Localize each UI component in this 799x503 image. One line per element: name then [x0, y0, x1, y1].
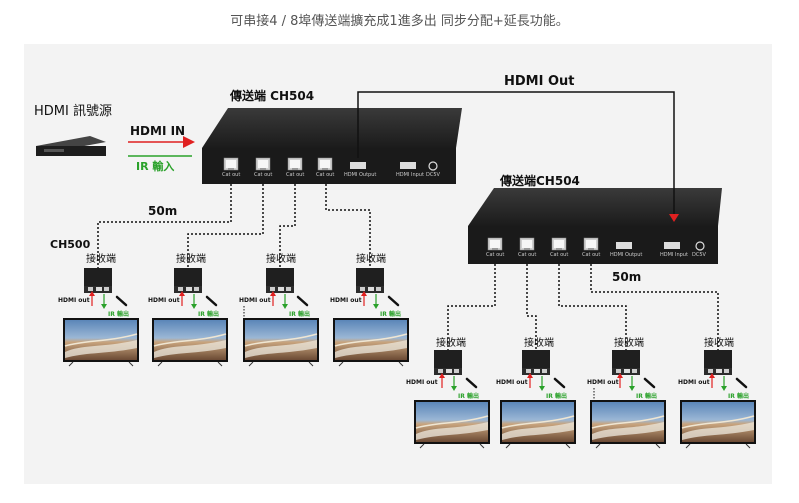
tv-1-1 [62, 317, 140, 367]
ir-out-small-2-3: IR 輸出 [636, 393, 657, 400]
receiver-arrows-row1 [89, 291, 379, 309]
hdmi-out-small-2-4: HDMI out [678, 379, 710, 386]
receiver-2-3 [612, 350, 640, 375]
hdmi-out-small-2-1: HDMI out [406, 379, 438, 386]
tx2-port-label-1: Cat out [486, 252, 505, 258]
ir-out-small-1-3: IR 輸出 [289, 311, 310, 318]
caption: 可串接4 / 8埠傳送端擴充成1進多出 同步分配+延長功能。 [230, 14, 569, 29]
receiver-2-2 [522, 350, 550, 375]
receiver-title-2-1: 接收端 [436, 338, 466, 349]
receiver-title-1-3: 接收端 [266, 254, 296, 265]
hdmi-out-small-1-2: HDMI out [148, 297, 180, 304]
ir-out-small-2-1: IR 輸出 [458, 393, 479, 400]
hdmi-out-small-1-1: HDMI out [58, 297, 90, 304]
receiver-model-label: CH500 [50, 238, 91, 251]
receiver-1-2 [174, 268, 202, 293]
transmitter-1-title: 傳送端 CH504 [230, 89, 315, 103]
ir-remote-icons [115, 295, 748, 389]
tx1-port-label-1: Cat out [222, 172, 241, 178]
tx2-hdmi-output-label: HDMI Output [610, 252, 643, 258]
tv-2-3 [589, 399, 667, 449]
transmitter-2 [468, 188, 722, 264]
tx1-hdmi-input-label: HDMI Input [396, 172, 424, 178]
distance-label-1: 50m [148, 204, 178, 218]
tv-1-3 [242, 317, 320, 367]
receiver-2-4 [704, 350, 732, 375]
receiver-arrows-row2 [439, 373, 727, 391]
tv-1-4 [332, 317, 410, 367]
tx2-port-label-2: Cat out [518, 252, 537, 258]
receiver-title-1-1: 接收端 [86, 254, 116, 265]
receiver-2-1 [434, 350, 462, 375]
tx2-port-label-4: Cat out [582, 252, 601, 258]
tv-2-4 [679, 399, 757, 449]
tv-2-1 [413, 399, 491, 449]
cat-lines-tx1 [97, 184, 371, 268]
hdmi-out-cascade-line [357, 91, 675, 216]
receiver-1-3 [266, 268, 294, 293]
tx2-hdmi-input-label: HDMI Input [660, 252, 688, 258]
tx1-port-label-2: Cat out [254, 172, 273, 178]
tx2-power-label: DC5V [692, 252, 706, 258]
tx2-port-label-3: Cat out [550, 252, 569, 258]
ir-out-small-1-1: IR 輸出 [108, 311, 129, 318]
ir-in-label: IR 輸入 [136, 160, 175, 173]
tx1-port-label-3: Cat out [286, 172, 305, 178]
hdmi-out-small-2-3: HDMI out [587, 379, 619, 386]
tx1-hdmi-output-label: HDMI Output [344, 172, 377, 178]
tx1-port-label-4: Cat out [316, 172, 335, 178]
cat-lines-tx2 [447, 264, 719, 350]
receiver-title-1-2: 接收端 [176, 254, 206, 265]
hdmi-in-label: HDMI IN [130, 124, 186, 138]
receiver-title-2-2: 接收端 [524, 338, 554, 349]
hdmi-out-small-2-2: HDMI out [496, 379, 528, 386]
cascade-arrowhead [669, 214, 679, 222]
receiver-1-4 [356, 268, 384, 293]
hdmi-source-device [36, 136, 106, 156]
receiver-1-1 [84, 268, 112, 293]
tv-1-2 [151, 317, 229, 367]
transmitter-1 [202, 108, 462, 184]
source-label: HDMI 訊號源 [34, 104, 112, 119]
transmitter-2-title: 傳送端CH504 [500, 174, 580, 188]
hdmi-out-small-1-4: HDMI out [330, 297, 362, 304]
tv-dotted-hints [243, 306, 595, 400]
ir-out-small-2-2: IR 輸出 [546, 393, 567, 400]
tx1-power-label: DC5V [426, 172, 440, 178]
receiver-title-2-4: 接收端 [704, 338, 734, 349]
distance-label-2: 50m [612, 270, 642, 284]
ir-out-small-1-2: IR 輸出 [198, 311, 219, 318]
receiver-title-1-4: 接收端 [356, 254, 386, 265]
ir-out-small-2-4: IR 輸出 [728, 393, 749, 400]
ir-out-small-1-4: IR 輸出 [380, 311, 401, 318]
hdmi-out-label: HDMI Out [504, 74, 575, 89]
receiver-title-2-3: 接收端 [614, 338, 644, 349]
hdmi-out-small-1-3: HDMI out [239, 297, 271, 304]
tv-2-2 [499, 399, 577, 449]
